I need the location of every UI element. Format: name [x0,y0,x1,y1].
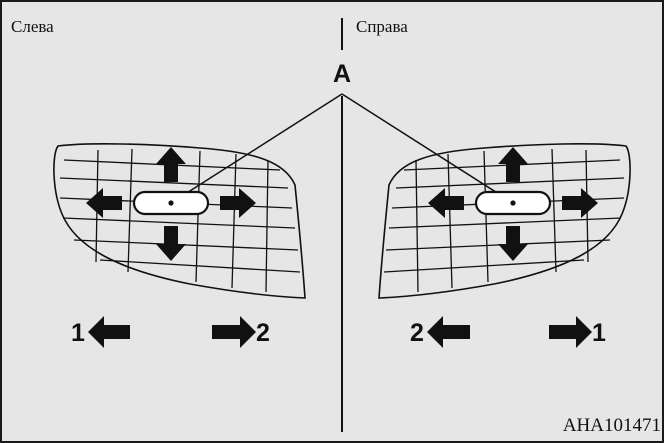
figure-code: AHA101471 [563,415,661,436]
arrow-right-icon [212,316,256,348]
left-legend-number-left: 1 [71,319,85,347]
arrow-left-icon [427,316,470,348]
left-side-label: Слева [11,17,54,36]
arrow-left-icon [88,316,130,348]
right-side-label: Справа [356,17,408,36]
left-legend-number-right: 2 [256,319,270,347]
arrow-right-icon [549,316,592,348]
right-legend-number-right: 1 [592,319,606,347]
right-legend-number-left: 2 [410,319,424,347]
right-legend: 2 1 [410,316,606,348]
left-legend: 1 2 [71,316,270,348]
pointer-label: A [333,60,351,88]
